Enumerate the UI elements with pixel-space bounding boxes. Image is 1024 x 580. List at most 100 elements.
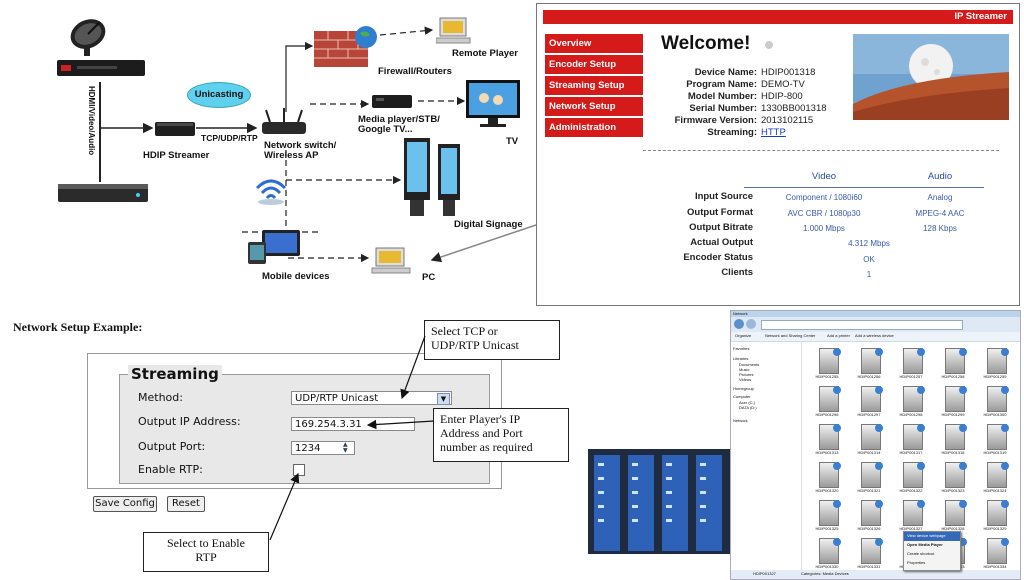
media-device-item[interactable]: HDIP001256 — [849, 346, 889, 382]
play-badge-icon — [875, 500, 883, 508]
media-device-item[interactable]: HDIP001319 — [975, 422, 1015, 458]
media-device-item[interactable]: HDIP001299 — [933, 384, 973, 420]
menu-open-media-player[interactable]: Open Media Player — [907, 542, 943, 547]
digital-signage-label: Digital Signage — [454, 219, 523, 230]
save-config-button[interactable]: Save Config — [93, 496, 157, 512]
media-device-item[interactable]: HDIP001326 — [849, 498, 889, 534]
enable-rtp-checkbox[interactable] — [293, 464, 305, 476]
media-device-item[interactable]: HDIP001296 — [807, 384, 847, 420]
model-number-value: HDIP-800 — [761, 91, 803, 102]
media-device-label: HDIP001298 — [899, 412, 923, 417]
output-port-stepper[interactable]: 1234 ▲▼ — [291, 441, 355, 455]
nav-overview[interactable]: Overview — [545, 34, 643, 53]
toolbar-add-wireless[interactable]: Add a wireless device — [855, 333, 894, 338]
media-device-label: HDIP001324 — [983, 488, 1007, 493]
nav-encoder-setup[interactable]: Encoder Setup — [545, 55, 643, 74]
media-device-item[interactable]: HDIP001325 — [807, 498, 847, 534]
sidebar-item[interactable]: DATA (D:) — [739, 405, 757, 410]
sidebar-item[interactable]: Homegroup — [733, 386, 754, 391]
sidebar-item[interactable]: Documents — [739, 362, 760, 367]
firmware-version-value: 2013102115 — [761, 115, 814, 126]
media-device-item[interactable]: HDIP001314 — [849, 422, 889, 458]
brand-banner: IP Streamer — [543, 10, 1013, 24]
explorer-navbar — [731, 317, 1020, 332]
media-device-label: HDIP001313 — [815, 450, 839, 455]
nav-administration[interactable]: Administration — [545, 118, 643, 137]
media-device-item[interactable]: HDIP001313 — [807, 422, 847, 458]
toolbar-add-printer[interactable]: Add a printer — [827, 333, 850, 338]
menu-create-shortcut[interactable]: Create shortcut — [907, 551, 935, 556]
media-device-item[interactable]: HDIP001330 — [807, 536, 847, 572]
address-bar[interactable] — [761, 320, 963, 330]
play-badge-icon — [1001, 500, 1009, 508]
wireless-router-icon — [262, 108, 306, 134]
sidebar-item[interactable]: Acer (C:) — [739, 400, 755, 405]
media-device-item[interactable]: HDIP001323 — [933, 460, 973, 496]
nav-network-setup[interactable]: Network Setup — [545, 97, 643, 116]
media-device-item[interactable]: HDIP001321 — [849, 460, 889, 496]
sidebar-item[interactable]: Favorites — [733, 346, 750, 351]
toolbar-organize[interactable]: Organize — [735, 333, 752, 338]
firmware-version-label: Firmware Version: — [674, 115, 757, 126]
streaming-link[interactable]: HTTP — [761, 127, 786, 138]
toolbar-sharing-center[interactable]: Network and Sharing Center — [765, 333, 816, 338]
method-select[interactable]: UDP/RTP Unicast ▼ — [291, 391, 452, 405]
wifi-icon — [255, 179, 287, 205]
output-format-video: AVC CBR / 1080p30 — [787, 209, 861, 218]
play-badge-icon — [1001, 538, 1009, 546]
output-bitrate-video: 1.000 Mbps — [803, 224, 845, 233]
media-device-item[interactable]: HDIP001327 — [891, 498, 931, 534]
media-device-item[interactable]: HDIP001255 — [807, 346, 847, 382]
media-device-item[interactable]: HDIP001331 — [849, 536, 889, 572]
network-diagram-wires — [99, 26, 537, 263]
media-device-label: HDIP001297 — [857, 412, 881, 417]
menu-view-webpage[interactable]: View device webpage — [904, 532, 960, 541]
media-device-item[interactable]: HDIP001257 — [891, 346, 931, 382]
stepper-arrows-icon[interactable]: ▲▼ — [343, 441, 348, 454]
explorer-status-bar: HDIP001327 Categories: Media Devices — [731, 570, 1020, 579]
sidebar-item[interactable]: Computer — [733, 394, 751, 399]
nav-streaming-setup[interactable]: Streaming Setup — [545, 76, 643, 95]
output-format-label: Output Format — [687, 207, 753, 218]
sidebar-item[interactable]: Libraries — [733, 356, 749, 361]
back-icon[interactable] — [734, 319, 744, 329]
play-badge-icon — [833, 348, 841, 356]
media-device-label: HDIP001320 — [815, 488, 839, 493]
reset-button[interactable]: Reset — [167, 496, 205, 512]
sidebar-item[interactable]: Network — [733, 418, 748, 423]
encoder-status-label: Encoder Status — [683, 252, 753, 263]
media-device-item[interactable]: HDIP001317 — [891, 422, 931, 458]
media-device-item[interactable]: HDIP001258 — [933, 346, 973, 382]
media-device-item[interactable]: HDIP001328 — [933, 498, 973, 534]
media-device-item[interactable]: HDIP001300 — [975, 384, 1015, 420]
play-badge-icon — [833, 424, 841, 432]
output-port-value: 1234 — [295, 443, 321, 454]
media-device-item[interactable]: HDIP001324 — [975, 460, 1015, 496]
media-device-item[interactable]: HDIP001259 — [975, 346, 1015, 382]
play-badge-icon — [833, 386, 841, 394]
play-badge-icon — [917, 348, 925, 356]
sidebar-item[interactable]: Pictures — [739, 372, 754, 377]
media-device-item[interactable]: HDIP001329 — [975, 498, 1015, 534]
media-device-item[interactable]: HDIP001322 — [891, 460, 931, 496]
clients-label: Clients — [721, 267, 753, 278]
menu-properties[interactable]: Properties — [907, 560, 926, 565]
forward-icon[interactable] — [746, 319, 756, 329]
media-device-item[interactable]: HDIP001334 — [975, 536, 1015, 572]
input-source-video: Component / 1080i60 — [785, 193, 863, 202]
video-column-header: Video — [811, 171, 837, 182]
media-device-item[interactable]: HDIP001318 — [933, 422, 973, 458]
media-device-item[interactable]: HDIP001320 — [807, 460, 847, 496]
play-badge-icon — [959, 424, 967, 432]
play-badge-icon — [1001, 386, 1009, 394]
sidebar-item[interactable]: Videos — [739, 377, 752, 382]
media-device-item[interactable]: HDIP001298 — [891, 384, 931, 420]
device-name-value: HDIP001318 — [761, 67, 816, 78]
sidebar-item[interactable]: Music — [739, 367, 750, 372]
output-ip-input[interactable]: 169.254.3.31 — [291, 417, 415, 431]
callout-ip-port: Enter Player's IP Address and Port numbe… — [433, 408, 569, 462]
chevron-down-icon[interactable]: ▼ — [437, 393, 450, 405]
media-device-item[interactable]: HDIP001297 — [849, 384, 889, 420]
